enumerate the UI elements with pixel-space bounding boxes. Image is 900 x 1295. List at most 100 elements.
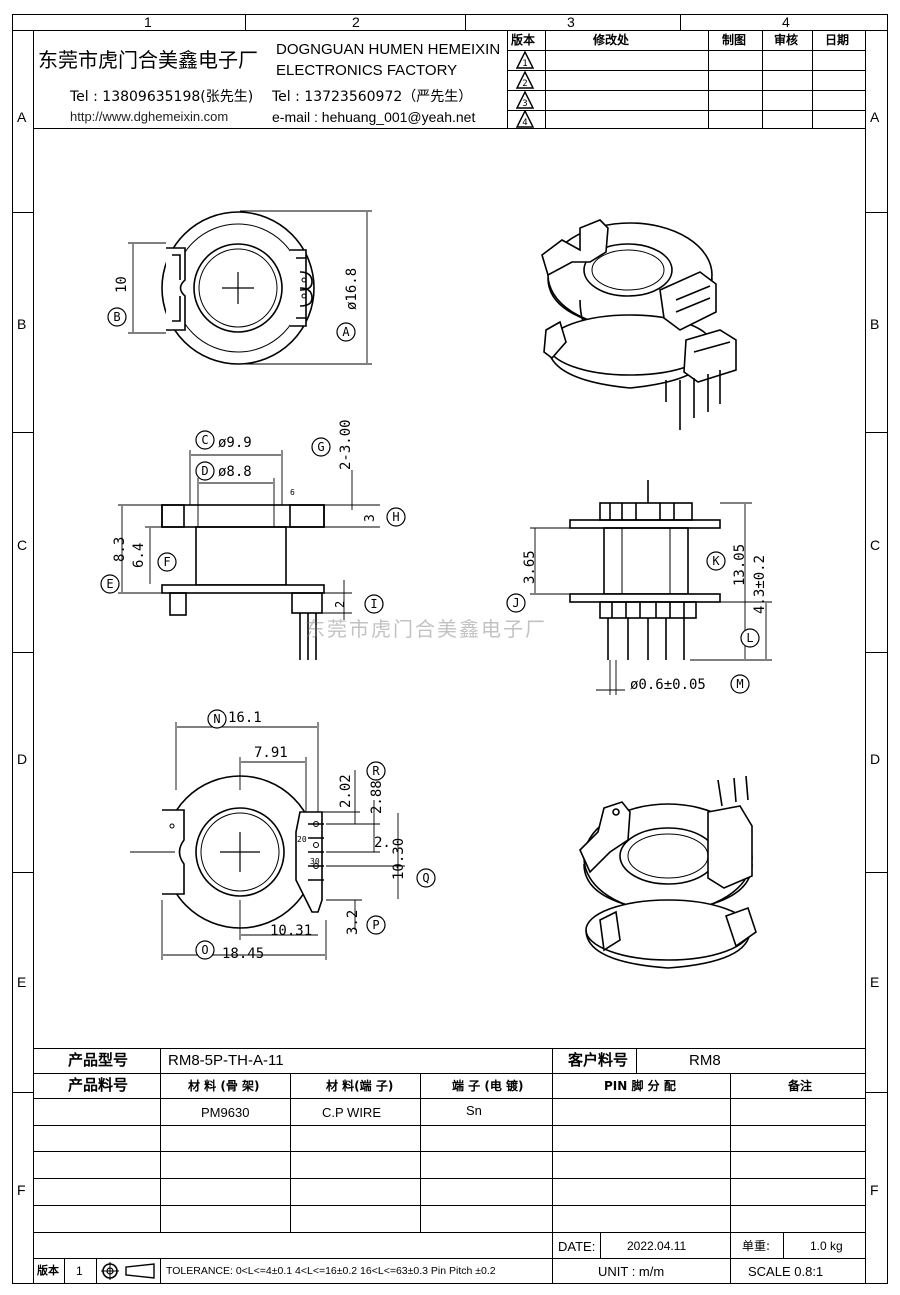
callout-label-f: F xyxy=(163,555,170,569)
rev-header-change: 修改处 xyxy=(593,33,630,47)
callout-circle-g xyxy=(311,437,331,457)
callout-label-j: J xyxy=(512,596,519,610)
company-email[interactable]: e-mail : hehuang_001@yeah.net xyxy=(272,109,476,125)
plating-label: 端 子 (电 镀) xyxy=(452,1079,524,1093)
dim-4-3: 4.3±0.2 xyxy=(752,555,768,614)
top-view-bore xyxy=(193,243,283,333)
zone-e-left: E xyxy=(17,974,27,990)
callout-circle-m xyxy=(730,674,750,694)
customer-part-label: 客户料号 xyxy=(568,1051,629,1069)
zone-b-right: B xyxy=(870,316,880,332)
zone-a-right: A xyxy=(870,109,880,125)
side-view-core xyxy=(195,526,287,586)
rev-triangle-3-label: 3 xyxy=(522,99,527,109)
side-view-front xyxy=(161,504,325,660)
rev-triangle-4-icon: 4 xyxy=(516,110,534,128)
callout-label-o: O xyxy=(201,943,208,957)
rev-header-date: 日期 xyxy=(825,33,850,47)
company-tel-2: Tel : 13723560972（严先生） xyxy=(272,89,473,105)
callout-label-d: D xyxy=(201,464,208,478)
callout-circle-h xyxy=(386,507,406,527)
top-view-outer-flange xyxy=(161,211,315,365)
dim-10-30: 10.30 xyxy=(391,838,407,880)
callout-label-c: C xyxy=(201,433,208,447)
callout-label-m: M xyxy=(736,677,743,691)
dim-18-45: 18.45 xyxy=(222,946,264,962)
version-value: 1 xyxy=(76,1264,83,1278)
zone-e-right: E xyxy=(870,974,880,990)
zone-f-left: F xyxy=(17,1182,26,1198)
dim-d16-8: ø16.8 xyxy=(344,268,360,310)
pin-assign-label: PIN 脚 分 配 xyxy=(604,1079,676,1093)
dim-10: 10 xyxy=(114,276,130,293)
dim-3: 3 xyxy=(363,514,378,522)
top-view xyxy=(161,211,315,365)
weight-value: 1.0 kg xyxy=(810,1239,843,1253)
side-view-right-core xyxy=(603,527,689,595)
dim-7-91: 7.91 xyxy=(254,745,288,761)
callout-label-r: R xyxy=(372,764,380,778)
zone-c-right: C xyxy=(870,537,881,553)
dim-3-65: 3.65 xyxy=(522,550,538,584)
callout-circle-n xyxy=(207,709,227,729)
product-part-label: 产品料号 xyxy=(68,1076,129,1094)
dim-2-02: 2.02 xyxy=(338,774,354,808)
dim-13-05: 13.05 xyxy=(732,544,748,586)
dim-8-3: 8.3 xyxy=(112,537,128,562)
dim-2-88: 2.88 xyxy=(369,780,385,814)
weight-label: 单重: xyxy=(742,1239,771,1253)
material-frame-label: 材 料 (骨 架) xyxy=(188,1079,260,1093)
zone-d-left: D xyxy=(17,751,28,767)
company-name-en-1: DOGNGUAN HUMEN HEMEIXIN xyxy=(276,41,501,58)
zone-3: 3 xyxy=(567,14,575,30)
callout-label-l: L xyxy=(746,631,753,645)
material-pin-value: C.P WIRE xyxy=(322,1105,381,1120)
dim-2-88-prefix: 2. xyxy=(374,835,391,851)
callout-circle-d xyxy=(195,461,215,481)
zone-c-left: C xyxy=(17,537,28,553)
pin-label-30: 30 xyxy=(310,857,320,866)
zone-b-left: B xyxy=(17,316,27,332)
callout-label-e: E xyxy=(106,577,113,591)
pin-label-20: 20 xyxy=(297,835,307,844)
company-url[interactable]: http://www.dghemeixin.com xyxy=(70,109,229,124)
dim-d9-9: ø9.9 xyxy=(218,435,252,451)
zone-4: 4 xyxy=(782,14,790,30)
callout-circle-p xyxy=(366,915,386,935)
rev-triangle-1-icon: 1 xyxy=(516,51,534,69)
callout-circle-a xyxy=(336,322,356,342)
rev-triangle-4-label: 4 xyxy=(522,118,527,128)
remark-label: 备注 xyxy=(788,1079,813,1093)
callout-circle-q xyxy=(416,868,436,888)
plating-value: Sn xyxy=(466,1103,482,1118)
rev-header-drawn: 制图 xyxy=(722,33,747,47)
callout-circle-f xyxy=(157,552,177,572)
zone-1: 1 xyxy=(144,14,152,30)
callout-label-h: H xyxy=(392,510,399,524)
bottom-view-bore xyxy=(195,807,285,897)
rev-header-version: 版本 xyxy=(511,33,536,47)
unit-value: UNIT : m/m xyxy=(598,1264,665,1279)
rev-header-check: 审核 xyxy=(774,33,799,47)
callout-circle-c xyxy=(195,430,215,450)
company-name-en-2: ELECTRONICS FACTORY xyxy=(276,62,458,79)
material-frame-value: PM9630 xyxy=(201,1105,250,1120)
zone-a-left: A xyxy=(17,109,27,125)
zone-d-right: D xyxy=(870,751,881,767)
version-label: 版本 xyxy=(37,1264,59,1277)
callout-circle-l xyxy=(740,628,760,648)
callout-circle-e xyxy=(100,574,120,594)
dim-10-31: 10.31 xyxy=(270,923,312,939)
dim-3-2: 3.2 xyxy=(345,910,361,935)
tolerance-text: TOLERANCE: 0<L<=4±0.1 4<L<=16±0.2 16<L<=… xyxy=(166,1265,496,1277)
zone-f-right: F xyxy=(870,1182,879,1198)
callout-label-g: G xyxy=(317,440,324,454)
callout-label-i: I xyxy=(370,597,377,611)
callout-circle-b xyxy=(107,307,127,327)
company-tel-1: Tel : 13809635198(张先生) xyxy=(70,89,254,105)
callout-label-a: A xyxy=(342,325,350,339)
product-model-value: RM8-5P-TH-A-11 xyxy=(168,1052,284,1069)
rev-triangle-3-icon: 3 xyxy=(516,91,534,109)
dim-6-small: 6 xyxy=(290,488,295,497)
